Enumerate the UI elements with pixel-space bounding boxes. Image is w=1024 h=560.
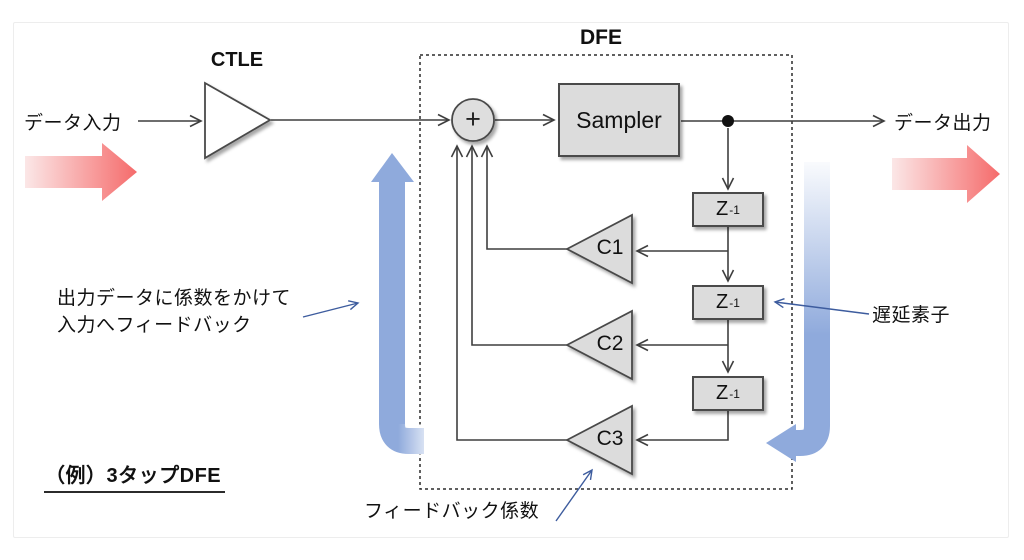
feedback-note-line2: 入力へフィードバック: [57, 315, 252, 336]
delay-block-label: Z: [716, 198, 729, 220]
z3-to-c3-line: [635, 411, 729, 447]
delay-block-exponent: -1: [729, 202, 740, 217]
delay-block-2: Z-1: [692, 285, 764, 320]
coefficient-label-c2: C2: [596, 332, 624, 355]
delay-block-label: Z: [716, 382, 729, 404]
sampler-block: Sampler: [558, 83, 680, 157]
output-label: データ出力: [894, 113, 992, 134]
delay-block-1: Z-1: [692, 192, 764, 227]
feedback-down-arrow: [766, 162, 830, 462]
slide-frame: [13, 22, 1009, 538]
coefficient-triangle-c3: [565, 404, 633, 476]
coefficient-label-c3: C3: [596, 427, 624, 450]
delay-block-label: Z: [716, 291, 729, 313]
dfe-boundary-box: [419, 54, 793, 490]
c3-to-sum-line: [450, 144, 567, 441]
ctle-triangle: [204, 81, 272, 160]
coefficient-triangle-c2: [565, 309, 633, 381]
output-flow-arrow: [892, 145, 1000, 203]
sum-symbol: +: [465, 103, 481, 134]
note-annotation-arrow: [302, 300, 360, 318]
junction-dot: [722, 115, 734, 127]
coefficient-label-c1: C1: [596, 236, 624, 259]
signal-lines: [138, 113, 886, 447]
input-label: データ入力: [24, 113, 122, 134]
delay-block-exponent: -1: [729, 386, 740, 401]
delay-block-3: Z-1: [692, 376, 764, 411]
coefficient-annotation-arrow: [555, 468, 593, 522]
feedback-up-arrow: [371, 153, 438, 458]
input-flow-arrow: [25, 143, 137, 201]
ctle-label: CTLE: [210, 49, 264, 71]
delay-annotation-arrow: [773, 298, 870, 315]
coefficient-triangle-c1: [565, 213, 633, 285]
delay-element-label: 遅延素子: [872, 305, 951, 326]
feedback-note-line1: 出力データに係数をかけて: [57, 288, 292, 309]
c2-to-sum-line: [465, 144, 567, 346]
c1-to-sum-line: [480, 144, 567, 250]
feedback-note: 出力データに係数をかけて 入力へフィードバック: [57, 285, 291, 339]
example-label: （例）3タップDFE: [44, 459, 226, 493]
dfe-label: DFE: [580, 26, 622, 49]
delay-block-exponent: -1: [729, 295, 740, 310]
feedback-coefficient-label: フィードバック係数: [364, 501, 540, 522]
summing-node: [451, 98, 495, 142]
